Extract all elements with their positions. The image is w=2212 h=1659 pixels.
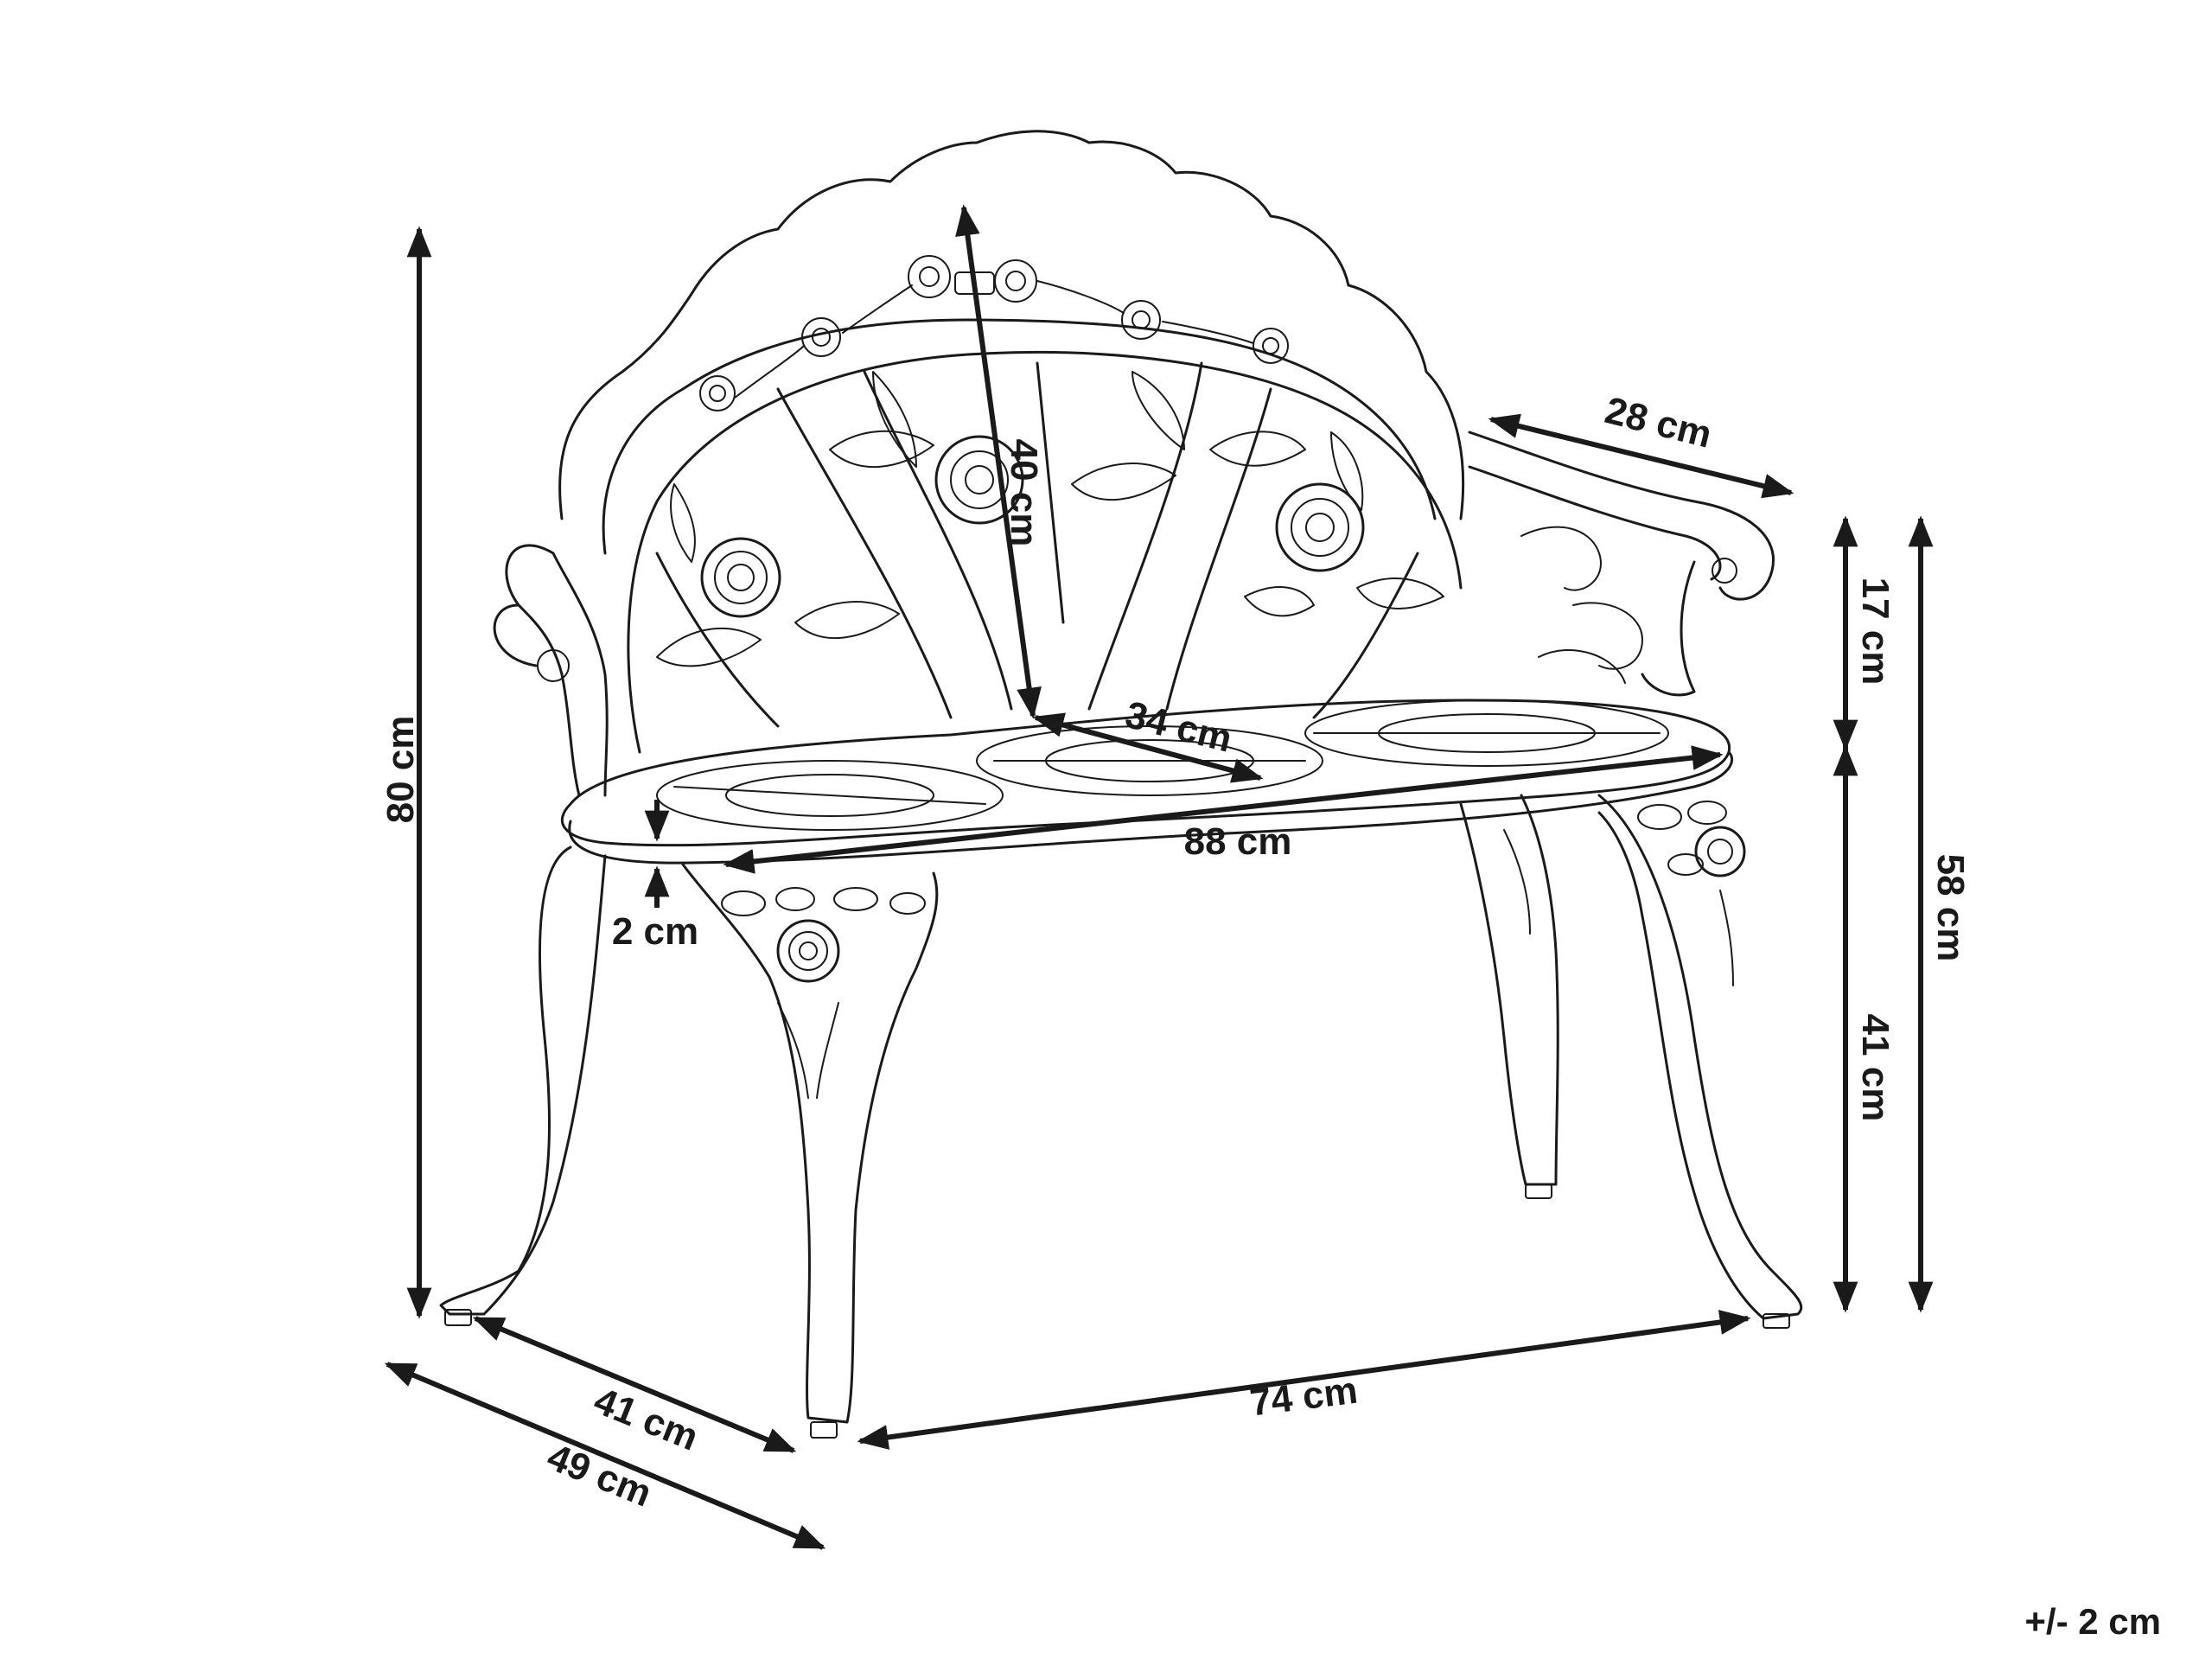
tolerance-note: +/- 2 cm (2024, 1601, 2161, 1642)
crest-scrolls (699, 255, 1289, 412)
back-right-leg (1597, 794, 1803, 1329)
dimension-labels: 80 cm 40 cm 28 cm 34 cm 88 cm 2 cm 17 cm… (379, 389, 2161, 1642)
label-backrest-height: 40 cm (1003, 439, 1045, 547)
label-leg-width: 74 cm (1247, 1369, 1360, 1425)
dim-line-armrest-length (1488, 413, 1794, 499)
front-left-leg (439, 845, 607, 1326)
dimension-lines (384, 204, 1934, 1550)
left-armrest (493, 544, 609, 797)
label-armrest-length: 28 cm (1601, 389, 1716, 456)
dim-line-total-depth (384, 1362, 826, 1550)
back-left-leg (1459, 794, 1559, 1199)
bench-illustration (439, 130, 1803, 1439)
dim-line-leg-width (857, 1310, 1751, 1450)
dim-line-seat-width (723, 745, 1724, 874)
label-seat-thickness: 2 cm (612, 910, 698, 953)
label-armrest-total-height: 58 cm (1929, 854, 1972, 962)
label-seat-width: 88 cm (1184, 820, 1292, 863)
backrest-leaves (656, 371, 1444, 667)
front-right-leg (681, 863, 939, 1439)
label-total-depth: 49 cm (541, 1435, 657, 1515)
right-armrest (1468, 431, 1775, 697)
label-seat-depth: 34 cm (1121, 693, 1236, 761)
label-seat-height: 41 cm (1854, 1014, 1896, 1122)
label-total-height: 80 cm (379, 716, 422, 824)
dim-line-backrest-height (955, 204, 1042, 719)
label-armrest-height: 17 cm (1854, 577, 1896, 686)
backrest-crest (558, 130, 1465, 520)
